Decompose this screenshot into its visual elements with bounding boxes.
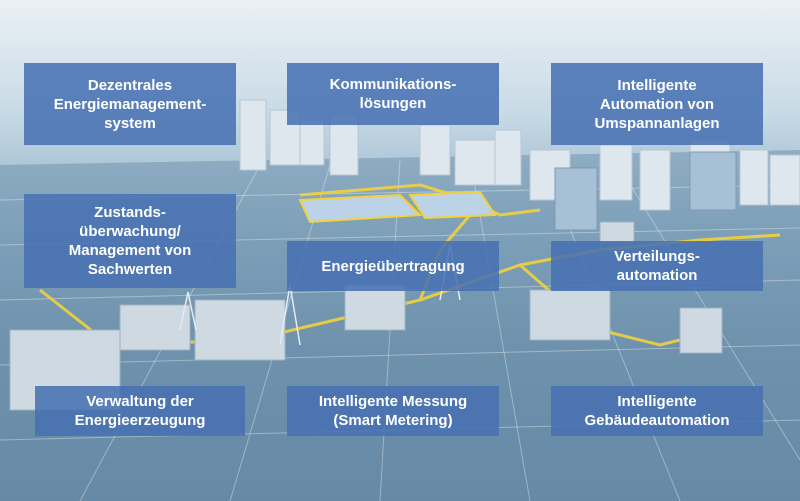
label-dezentrales-energiemanagement: Dezentrales Energiemanagement- system — [24, 63, 236, 145]
label-gebaeudeautomation: Intelligente Gebäudeautomation — [551, 386, 763, 436]
label-kommunikationsloesungen: Kommunikations- lösungen — [287, 63, 499, 125]
label-verwaltung-energieerzeugung: Verwaltung der Energieerzeugung — [35, 386, 245, 436]
label-energieuebertragung: Energieübertragung — [287, 241, 499, 291]
label-intelligente-messung: Intelligente Messung (Smart Metering) — [287, 386, 499, 436]
label-verteilungsautomation: Verteilungs- automation — [551, 241, 763, 291]
label-automation-umspannanlagen: Intelligente Automation von Umspannanlag… — [551, 63, 763, 145]
label-zustandsueberwachung: Zustands- überwachung/ Management von Sa… — [24, 194, 236, 288]
